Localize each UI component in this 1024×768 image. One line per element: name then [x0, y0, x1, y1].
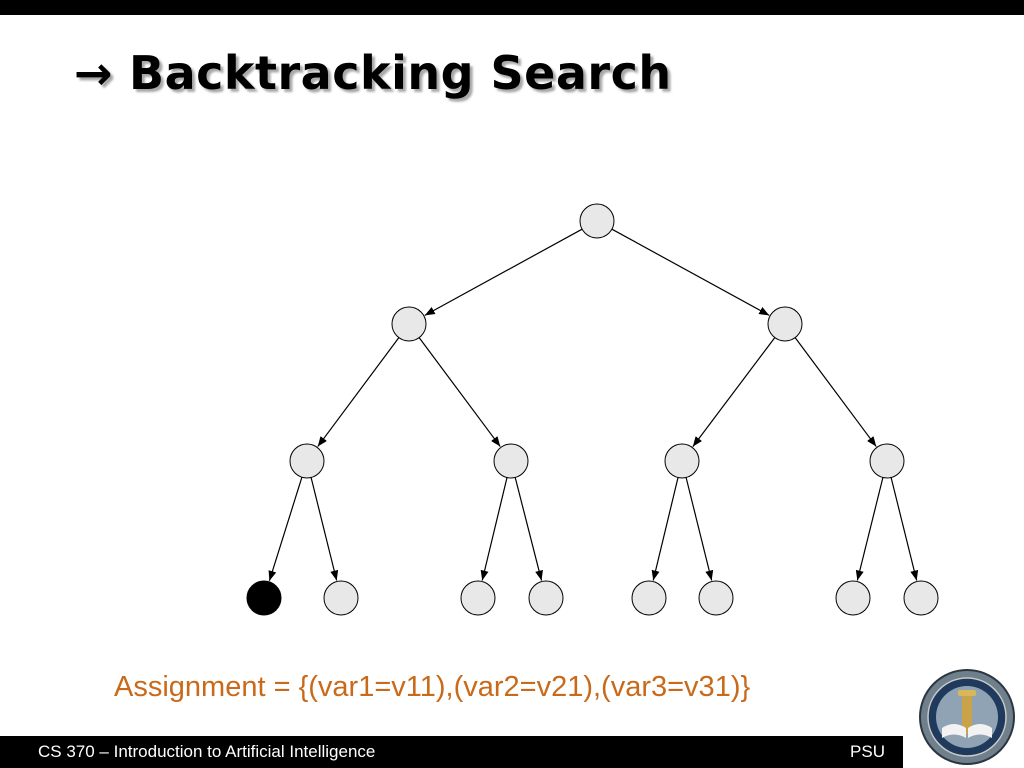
- slide-title: → Backtracking Search: [74, 46, 672, 100]
- tree-node: [579, 203, 615, 239]
- tree-nodes: [246, 203, 939, 616]
- top-bar: [0, 0, 1024, 15]
- tree-node: [493, 443, 529, 479]
- tree-edge: [611, 228, 770, 316]
- tree-node: [528, 580, 564, 616]
- tree-edge: [310, 477, 339, 581]
- tree-edge: [890, 477, 919, 581]
- tree-edge: [794, 337, 877, 447]
- university-seal-logo: [919, 669, 1015, 765]
- tree-node-current: [246, 580, 282, 616]
- tree-node: [835, 580, 871, 616]
- footer-course-title: CS 370 – Introduction to Artificial Inte…: [38, 742, 376, 761]
- tree-edge: [514, 477, 543, 581]
- tree-node: [323, 580, 359, 616]
- tree-node: [631, 580, 667, 616]
- tree-node: [664, 443, 700, 479]
- tree-node: [391, 306, 427, 342]
- tree-edge: [651, 477, 679, 581]
- tree-edge: [418, 337, 501, 447]
- tree-edges: [268, 228, 919, 582]
- tree-edge: [855, 477, 884, 581]
- tree-node: [289, 443, 325, 479]
- assignment-text: Assignment = {(var1=v11),(var2=v21),(var…: [114, 671, 751, 703]
- tree-edge: [685, 477, 714, 581]
- tree-edge: [480, 477, 508, 581]
- tree-edge: [268, 477, 303, 582]
- tree-edge: [424, 228, 583, 316]
- tree-edge: [692, 337, 776, 447]
- tree-node: [767, 306, 803, 342]
- tree-node: [903, 580, 939, 616]
- footer-org-label: PSU: [850, 742, 885, 761]
- tree-node: [460, 580, 496, 616]
- tree-node: [698, 580, 734, 616]
- tree-node: [869, 443, 905, 479]
- footer-bar: CS 370 – Introduction to Artificial Inte…: [0, 736, 903, 768]
- slide-title-text: Backtracking Search: [129, 46, 672, 100]
- tree-edge: [317, 337, 400, 447]
- arrow-right-icon: →: [74, 46, 114, 100]
